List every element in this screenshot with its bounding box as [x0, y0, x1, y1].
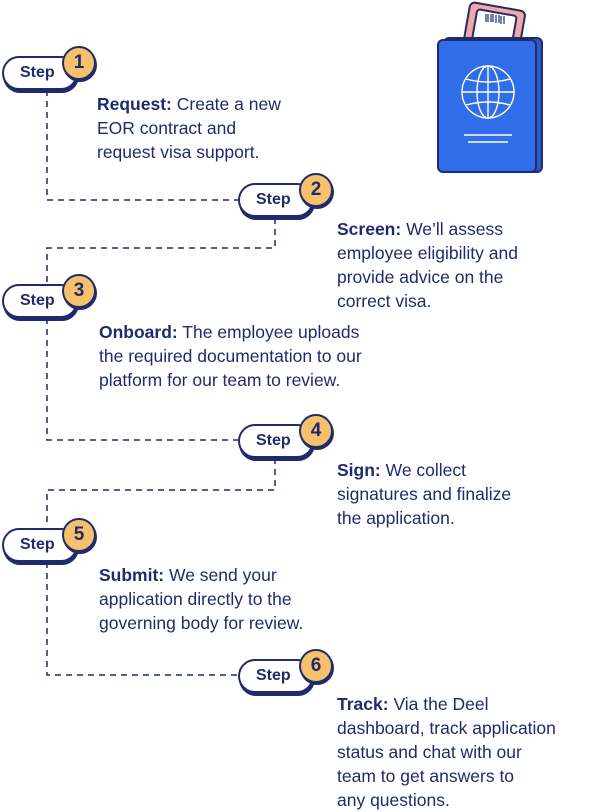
step-4-description: Sign: We collect signatures and finalize… — [337, 458, 511, 530]
step-5-description: Submit: We send your application directl… — [99, 563, 303, 635]
step-3-number: 3 — [62, 274, 96, 308]
step-6-line-3: status and chat with our — [337, 742, 522, 762]
step-3-line-1: The employee uploads — [182, 322, 360, 342]
step-1-label: Step — [20, 64, 55, 81]
step-3-description: Onboard: The employee uploads the requir… — [99, 320, 362, 392]
step-5-title: Submit: — [99, 565, 165, 585]
step-4-line-3: the application. — [337, 508, 455, 528]
step-3-label: Step — [20, 292, 55, 309]
connector-4-5 — [46, 458, 276, 525]
step-3-pill: Step — [2, 284, 78, 318]
step-2-number: 2 — [299, 173, 333, 207]
step-5-number: 5 — [62, 518, 96, 552]
step-6-line-5: any questions. — [337, 790, 450, 810]
step-6-line-1: Via the Deel — [393, 694, 489, 714]
connector-1-2 — [46, 90, 238, 201]
step-3-title: Onboard: — [99, 322, 178, 342]
step-5-label: Step — [20, 536, 55, 553]
step-4-line-1: We collect — [385, 460, 467, 480]
step-2-label: Step — [256, 191, 291, 208]
step-4-line-2: signatures and finalize — [337, 484, 512, 504]
step-6-title: Track: — [337, 694, 389, 714]
step-2-line-4: correct visa. — [337, 291, 432, 311]
connector-2-3 — [46, 218, 276, 282]
step-2-line-3: provide advice on the — [337, 267, 504, 287]
step-1-line-1: Create a new — [176, 94, 281, 114]
step-1-number: 1 — [62, 46, 96, 80]
step-1-title: Request: — [97, 94, 172, 114]
step-1-line-2: EOR contract and — [97, 118, 237, 138]
step-6-number: 6 — [299, 649, 333, 683]
step-2-description: Screen: We’ll assess employee eligibilit… — [337, 217, 518, 313]
step-4-number: 4 — [299, 414, 333, 448]
step-1-line-3: request visa support. — [97, 142, 260, 162]
step-1-description: Request: Create a new EOR contract and r… — [97, 92, 281, 164]
step-3-line-3: platform for our team to review. — [99, 370, 341, 390]
step-2-line-1: We’ll assess — [406, 219, 504, 239]
connector-3-4 — [46, 318, 238, 441]
step-4-title: Sign: — [337, 460, 381, 480]
step-6-description: Track: Via the Deel dashboard, track app… — [337, 692, 556, 812]
step-6-line-2: dashboard, track application — [337, 718, 556, 738]
passport-icon — [437, 1, 543, 173]
step-2-line-2: employee eligibility and — [337, 243, 518, 263]
step-2-title: Screen: — [337, 219, 402, 239]
step-5-line-3: governing body for review. — [99, 613, 304, 633]
step-5-line-2: application directly to the — [99, 589, 292, 609]
step-6-label: Step — [256, 667, 291, 684]
connector-5-6 — [46, 562, 238, 676]
step-3-line-2: the required documentation to our — [99, 346, 362, 366]
step-5-line-1: We send your — [169, 565, 277, 585]
step-4-label: Step — [256, 432, 291, 449]
step-6-line-4: team to get answers to — [337, 766, 515, 786]
